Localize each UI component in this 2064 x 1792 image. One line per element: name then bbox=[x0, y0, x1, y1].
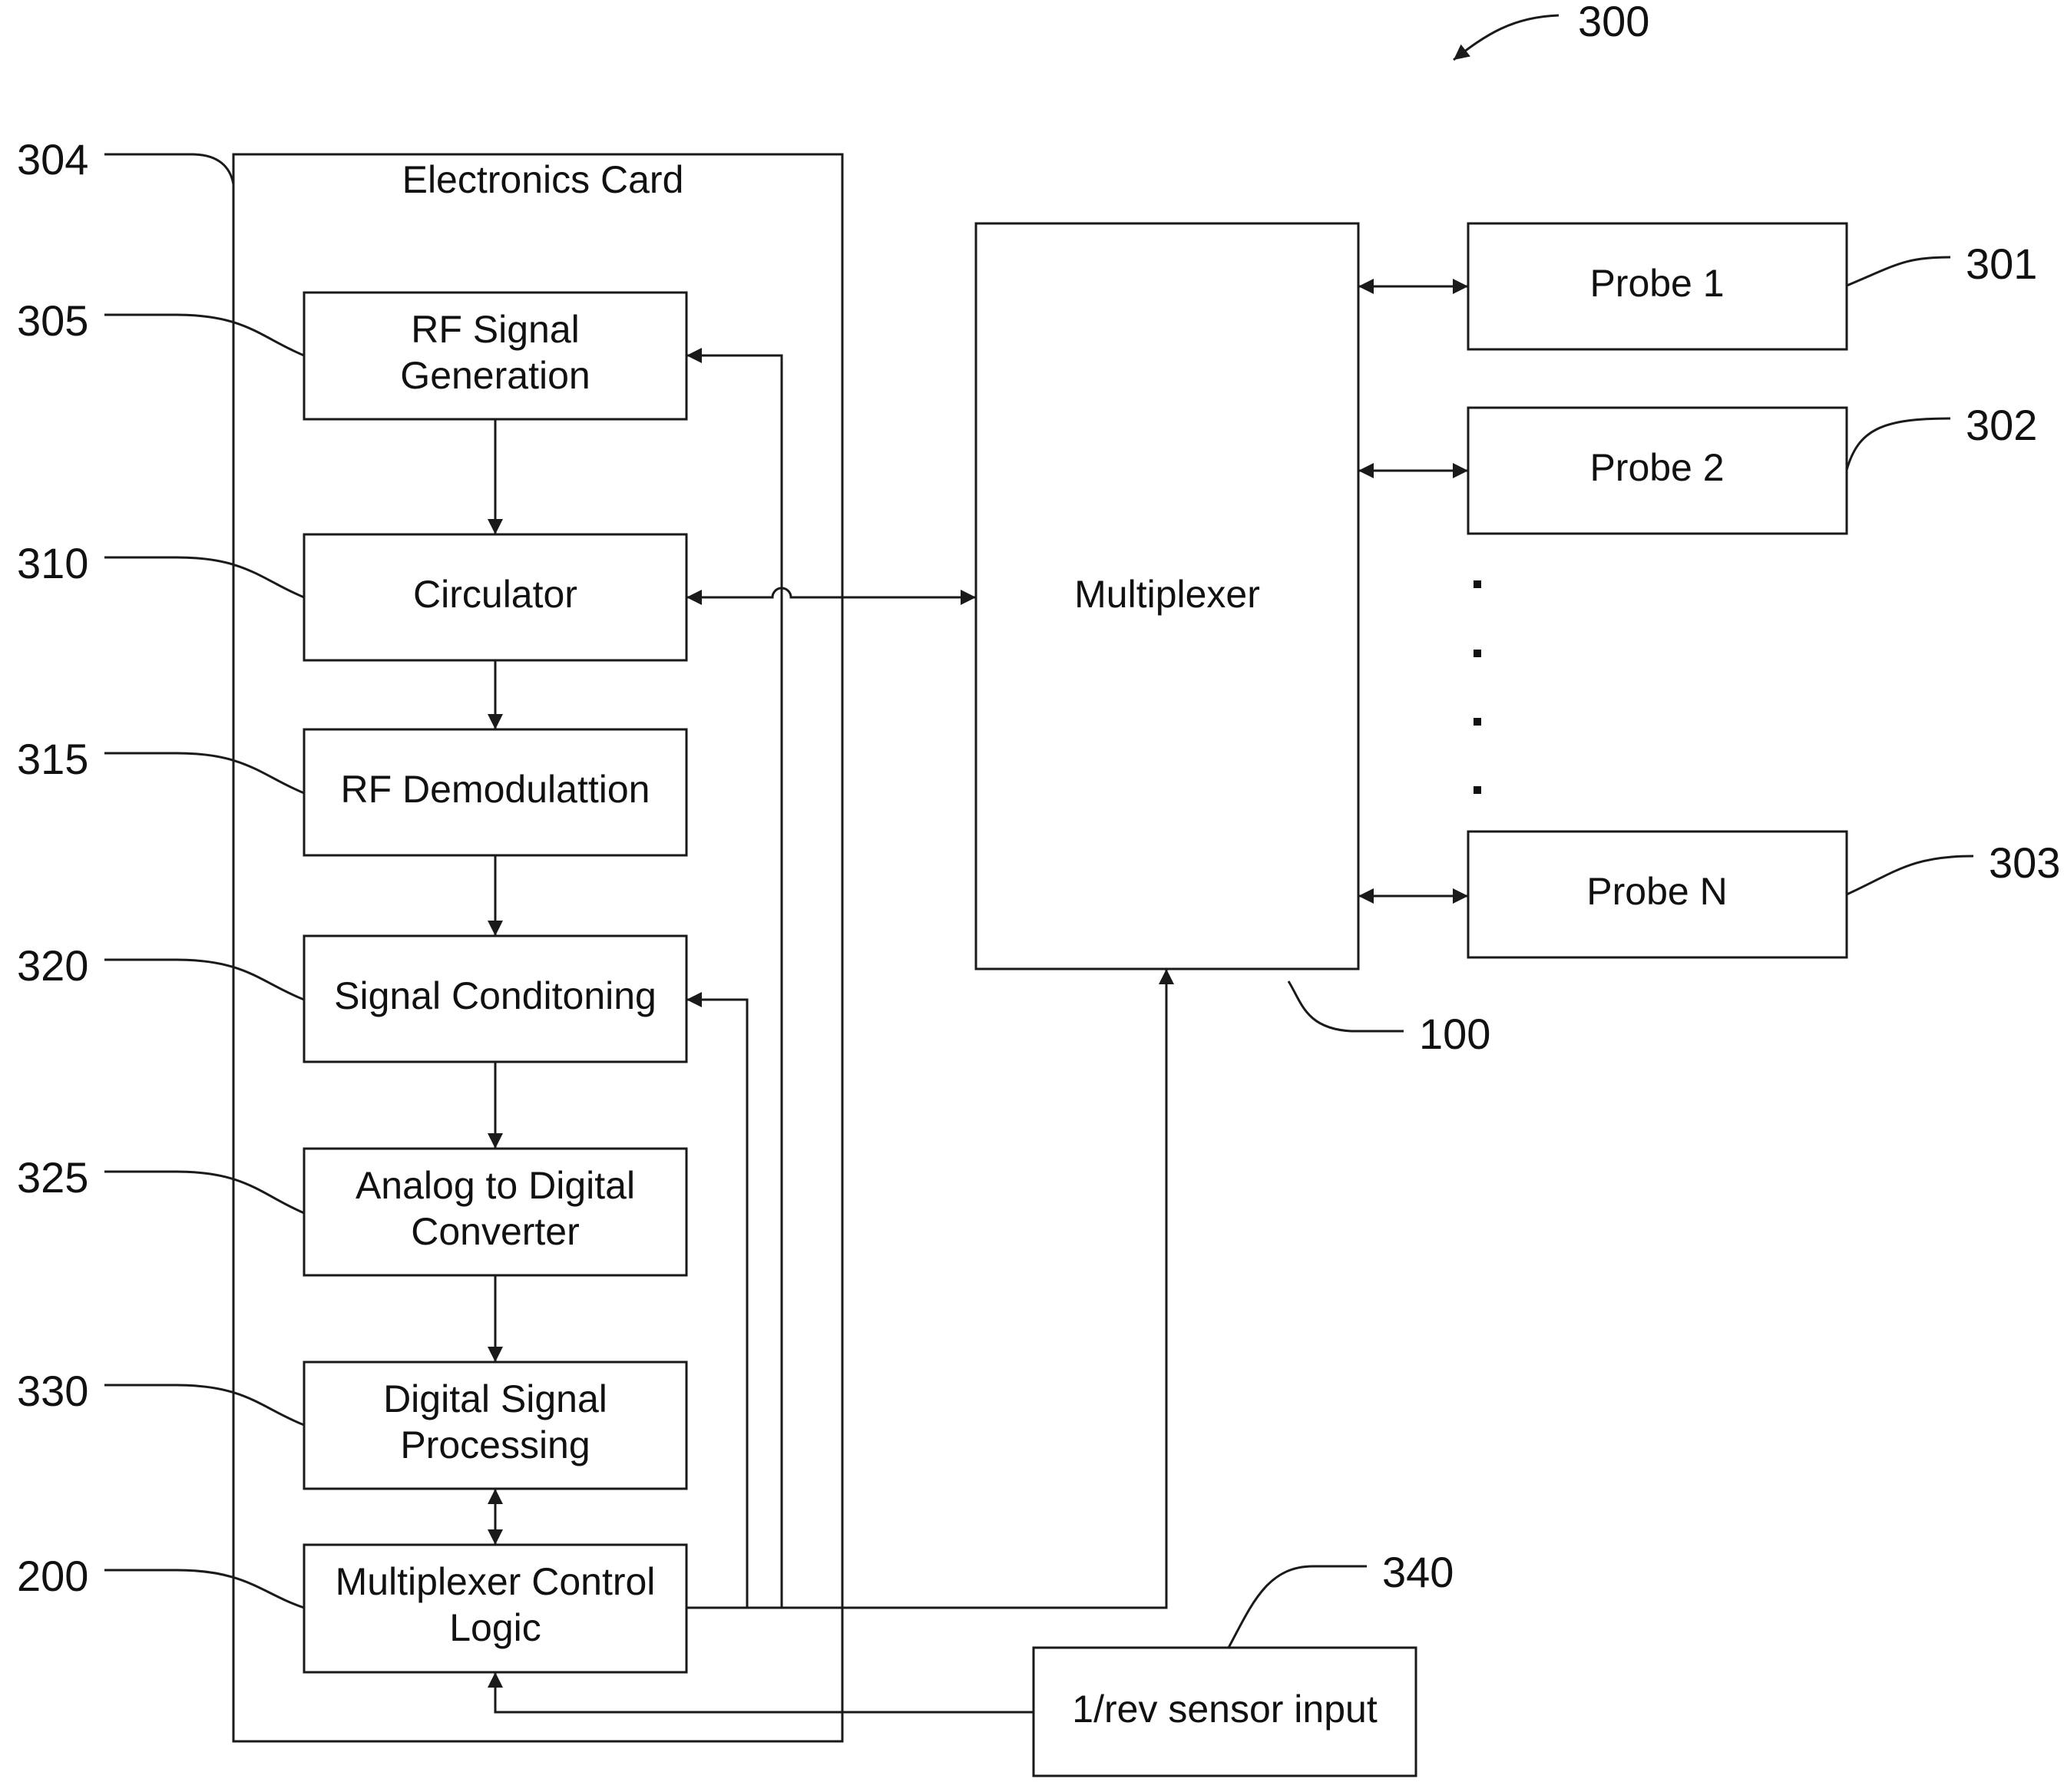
block-multiplexer-control-logic: Multiplexer Control Logic 200 bbox=[17, 1545, 686, 1672]
dsp-ref: 330 bbox=[17, 1367, 88, 1415]
rf-signal-generation-line2: Generation bbox=[400, 354, 590, 397]
probe-1-leader bbox=[1847, 257, 1950, 286]
circulator-ref: 310 bbox=[17, 539, 88, 587]
signal-conditioning-label: Signal Conditoning bbox=[334, 974, 657, 1017]
probe-n-ref: 303 bbox=[1989, 838, 2060, 887]
adc-leader bbox=[104, 1172, 304, 1213]
probe-ellipsis bbox=[1474, 580, 1481, 794]
adc-line1: Analog to Digital bbox=[356, 1164, 635, 1207]
multiplexer-ref: 100 bbox=[1419, 1010, 1490, 1058]
rf-signal-generation-leader bbox=[104, 315, 304, 355]
dsp-line2: Processing bbox=[400, 1423, 590, 1466]
control-line-to-multiplexer bbox=[686, 969, 1166, 1608]
probe-1-label: Probe 1 bbox=[1589, 262, 1724, 305]
circulator-multiplexer-link bbox=[686, 588, 976, 597]
block-dsp: Digital Signal Processing 330 bbox=[17, 1362, 686, 1489]
ellipsis-dot bbox=[1474, 650, 1481, 657]
sensor-ref: 340 bbox=[1382, 1548, 1454, 1596]
figure-ref-group: 300 bbox=[1454, 0, 1649, 60]
multiplexer-control-logic-line1: Multiplexer Control bbox=[336, 1560, 656, 1603]
rf-demodulation-label: RF Demodulattion bbox=[341, 768, 650, 811]
block-rf-signal-generation: RF Signal Generation 305 bbox=[17, 293, 686, 419]
ellipsis-dot bbox=[1474, 786, 1481, 794]
probe-2-ref: 302 bbox=[1966, 401, 2037, 449]
electronics-card-leader bbox=[104, 154, 233, 184]
multiplexer-control-logic-leader bbox=[104, 1570, 304, 1608]
sensor-line-to-control-logic bbox=[495, 1672, 1034, 1712]
multiplexer-block: Multiplexer 100 bbox=[976, 223, 1490, 1058]
rf-signal-generation-ref: 305 bbox=[17, 296, 88, 345]
rf-demodulation-leader bbox=[104, 753, 304, 793]
probe-2-label: Probe 2 bbox=[1589, 446, 1724, 489]
control-line-to-signal-conditioning bbox=[686, 1000, 747, 1608]
block-circulator: Circulator 310 bbox=[17, 534, 686, 660]
sensor-block: 1/rev sensor input 340 bbox=[1034, 1548, 1454, 1776]
probe-n-leader bbox=[1847, 856, 1973, 894]
multiplexer-control-logic-line2: Logic bbox=[449, 1606, 541, 1649]
rf-signal-generation-line1: RF Signal bbox=[411, 308, 580, 351]
probe-n-label: Probe N bbox=[1586, 870, 1727, 913]
probe-1: Probe 1 301 bbox=[1358, 223, 2037, 349]
probe-n: Probe N 303 bbox=[1358, 832, 2060, 957]
probe-2-leader bbox=[1847, 418, 1950, 470]
ellipsis-dot bbox=[1474, 718, 1481, 726]
multiplexer-control-logic-ref: 200 bbox=[17, 1552, 88, 1600]
electronics-card-ref: 304 bbox=[17, 135, 88, 183]
probe-1-ref: 301 bbox=[1966, 240, 2037, 288]
figure-ref-arrow bbox=[1454, 15, 1559, 60]
rf-demodulation-ref: 315 bbox=[17, 735, 88, 783]
figure-ref-label: 300 bbox=[1578, 0, 1649, 45]
control-line-to-rf-generation bbox=[686, 355, 782, 1608]
dsp-leader bbox=[104, 1385, 304, 1425]
signal-conditioning-leader bbox=[104, 960, 304, 1000]
adc-ref: 325 bbox=[17, 1153, 88, 1202]
multiplexer-label: Multiplexer bbox=[1074, 573, 1260, 616]
sensor-leader bbox=[1229, 1566, 1367, 1648]
circulator-label: Circulator bbox=[413, 573, 577, 616]
circulator-leader bbox=[104, 557, 304, 597]
sensor-label: 1/rev sensor input bbox=[1072, 1688, 1378, 1731]
probe-2: Probe 2 302 bbox=[1358, 401, 2037, 534]
dsp-line1: Digital Signal bbox=[383, 1377, 607, 1420]
block-adc: Analog to Digital Converter 325 bbox=[17, 1149, 686, 1275]
ellipsis-dot bbox=[1474, 580, 1481, 588]
block-signal-conditioning: Signal Conditoning 320 bbox=[17, 936, 686, 1062]
adc-line2: Converter bbox=[411, 1210, 580, 1253]
electronics-card-title: Electronics Card bbox=[402, 158, 684, 201]
multiplexer-leader bbox=[1288, 981, 1404, 1031]
signal-conditioning-ref: 320 bbox=[17, 941, 88, 990]
block-rf-demodulation: RF Demodulattion 315 bbox=[17, 729, 686, 855]
